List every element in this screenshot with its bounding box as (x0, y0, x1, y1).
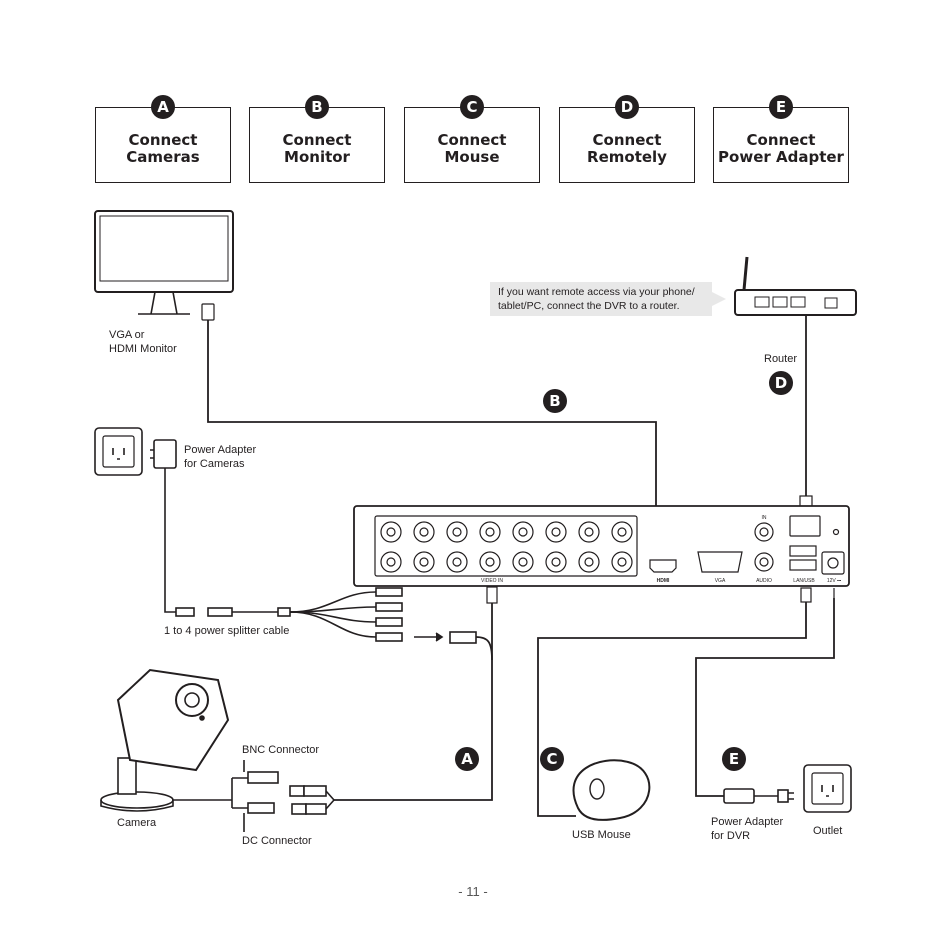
router-note-callout: If you want remote access via your phone… (490, 282, 726, 316)
camera-connectors-icon (220, 760, 335, 832)
dvr-power-adapter-icon (723, 788, 794, 804)
lan-port-icon (789, 515, 821, 537)
step-b-label: Connect Monitor (282, 131, 352, 166)
monitor-label: VGA or HDMI Monitor (109, 329, 177, 355)
bnc-connector-label: BNC Connector (242, 744, 320, 756)
usb-port-1-icon (789, 545, 817, 557)
dvr-power-adapter-label: Power Adapter for DVR (711, 816, 784, 842)
vga-label: VGA (715, 578, 726, 584)
router-label: Router (764, 353, 798, 365)
lan-usb-label: LAN/USB (793, 578, 815, 584)
cable-a (334, 636, 493, 801)
diagram-badge-b: B (543, 389, 567, 413)
cable-b (207, 320, 657, 530)
step-c-label: Connect Mouse (437, 131, 507, 166)
camera-outlet-icon (94, 427, 143, 476)
step-box-b: Connect Monitor (249, 107, 385, 183)
cable-c (537, 598, 807, 817)
outlet-label: Outlet (813, 825, 843, 837)
power-port-label: 12V ⎓ (827, 578, 841, 584)
vga-port-icon (697, 551, 743, 573)
diagram-badge-e: E (722, 747, 746, 771)
diagram-badge-c: C (540, 747, 564, 771)
step-d-badge: D (615, 95, 639, 119)
video-in-label: VIDEO IN (481, 578, 503, 584)
camera-icon (100, 668, 230, 812)
step-box-d: Connect Remotely (559, 107, 695, 183)
step-b-badge: B (305, 95, 329, 119)
step-a-label: Connect Cameras (126, 131, 200, 166)
bnc-ports (380, 521, 633, 573)
camera-power-adapter-label: Power Adapter for Cameras (184, 444, 257, 470)
usb-port-2-icon (789, 559, 817, 571)
diagram-badge-a: A (455, 747, 479, 771)
step-d-label: Connect Remotely (587, 131, 667, 166)
splitter-cable-icon (175, 587, 477, 644)
monitor-icon (94, 210, 234, 321)
hdmi-label: HDMI (657, 578, 670, 584)
usb-mouse-label: USB Mouse (572, 829, 631, 841)
step-box-e: Connect Power Adapter (713, 107, 849, 183)
step-box-c: Connect Mouse (404, 107, 540, 183)
step-box-a: Connect Cameras (95, 107, 231, 183)
dc-connector-label: DC Connector (242, 835, 312, 847)
dvr-outlet-icon (803, 764, 852, 813)
step-e-label: Connect Power Adapter (718, 131, 844, 166)
step-a-badge: A (151, 95, 175, 119)
router-icon (734, 256, 857, 316)
audio-in-label: IN (762, 515, 767, 521)
step-c-badge: C (460, 95, 484, 119)
splitter-label: 1 to 4 power splitter cable (164, 625, 290, 637)
page-number: - 11 - (458, 884, 488, 899)
audio-label: AUDIO (756, 578, 772, 584)
camera-power-adapter-icon (150, 439, 177, 613)
hdmi-port-icon (649, 559, 677, 573)
camera-label: Camera (117, 817, 157, 829)
cable-e (695, 598, 835, 797)
dvr-back-panel (353, 505, 850, 587)
usb-mouse-icon (572, 759, 651, 821)
step-e-badge: E (769, 95, 793, 119)
diagram-badge-d: D (769, 371, 793, 395)
